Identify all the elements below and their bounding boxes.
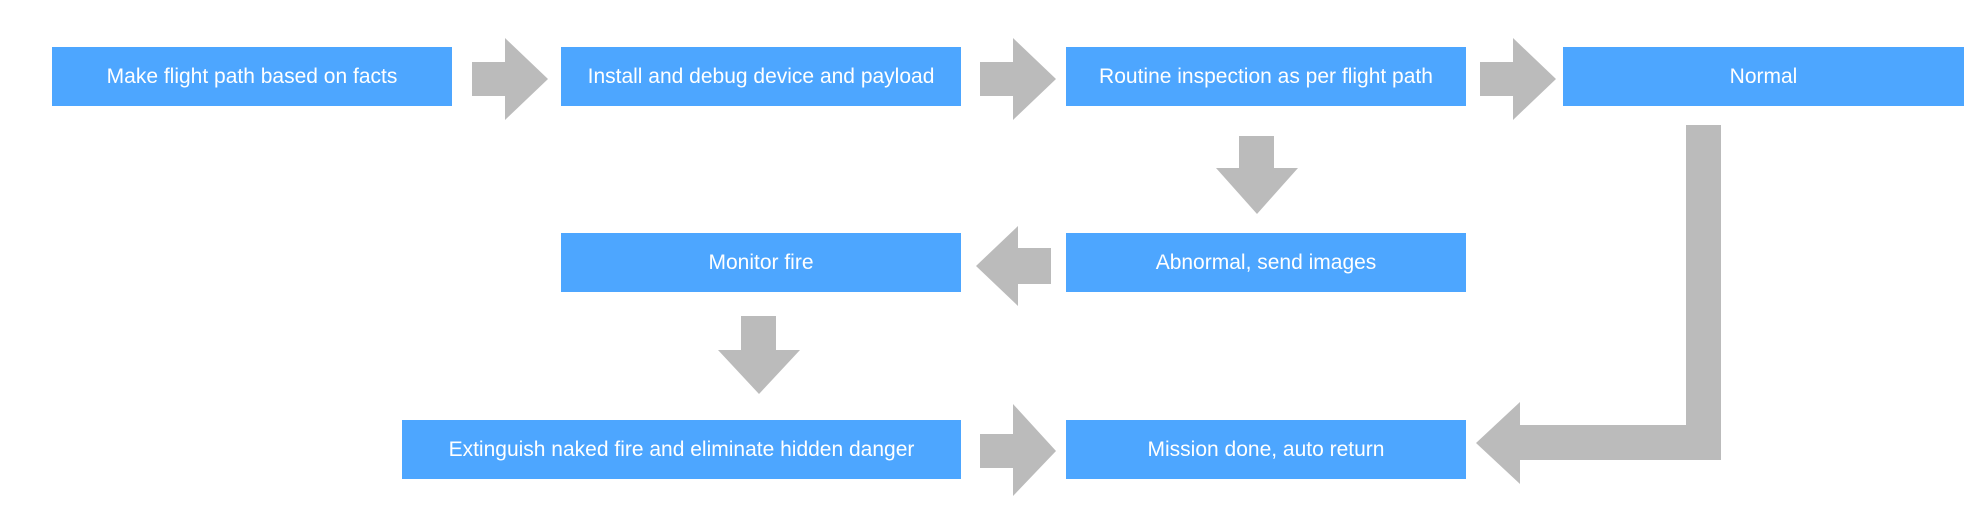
arrow-path-to-install (472, 38, 548, 120)
arrow-extinguish-to-mission-done (980, 404, 1056, 496)
step-normal: Normal (1563, 47, 1964, 106)
step-mission-done: Mission done, auto return (1066, 420, 1466, 479)
step-abnormal-send-images: Abnormal, send images (1066, 233, 1466, 292)
step-make-flight-path: Make flight path based on facts (52, 47, 452, 106)
arrow-inspection-to-abnormal (1216, 136, 1298, 214)
arrow-normal-to-mission-done (1476, 125, 1721, 484)
step-install-debug: Install and debug device and payload (561, 47, 961, 106)
step-monitor-fire: Monitor fire (561, 233, 961, 292)
arrow-inspection-to-normal (1480, 38, 1556, 120)
arrow-install-to-inspection (980, 38, 1056, 120)
arrow-monitor-to-extinguish (718, 316, 800, 394)
step-routine-inspection: Routine inspection as per flight path (1066, 47, 1466, 106)
step-extinguish-fire: Extinguish naked fire and eliminate hidd… (402, 420, 961, 479)
arrow-abnormal-to-monitor (976, 226, 1051, 306)
